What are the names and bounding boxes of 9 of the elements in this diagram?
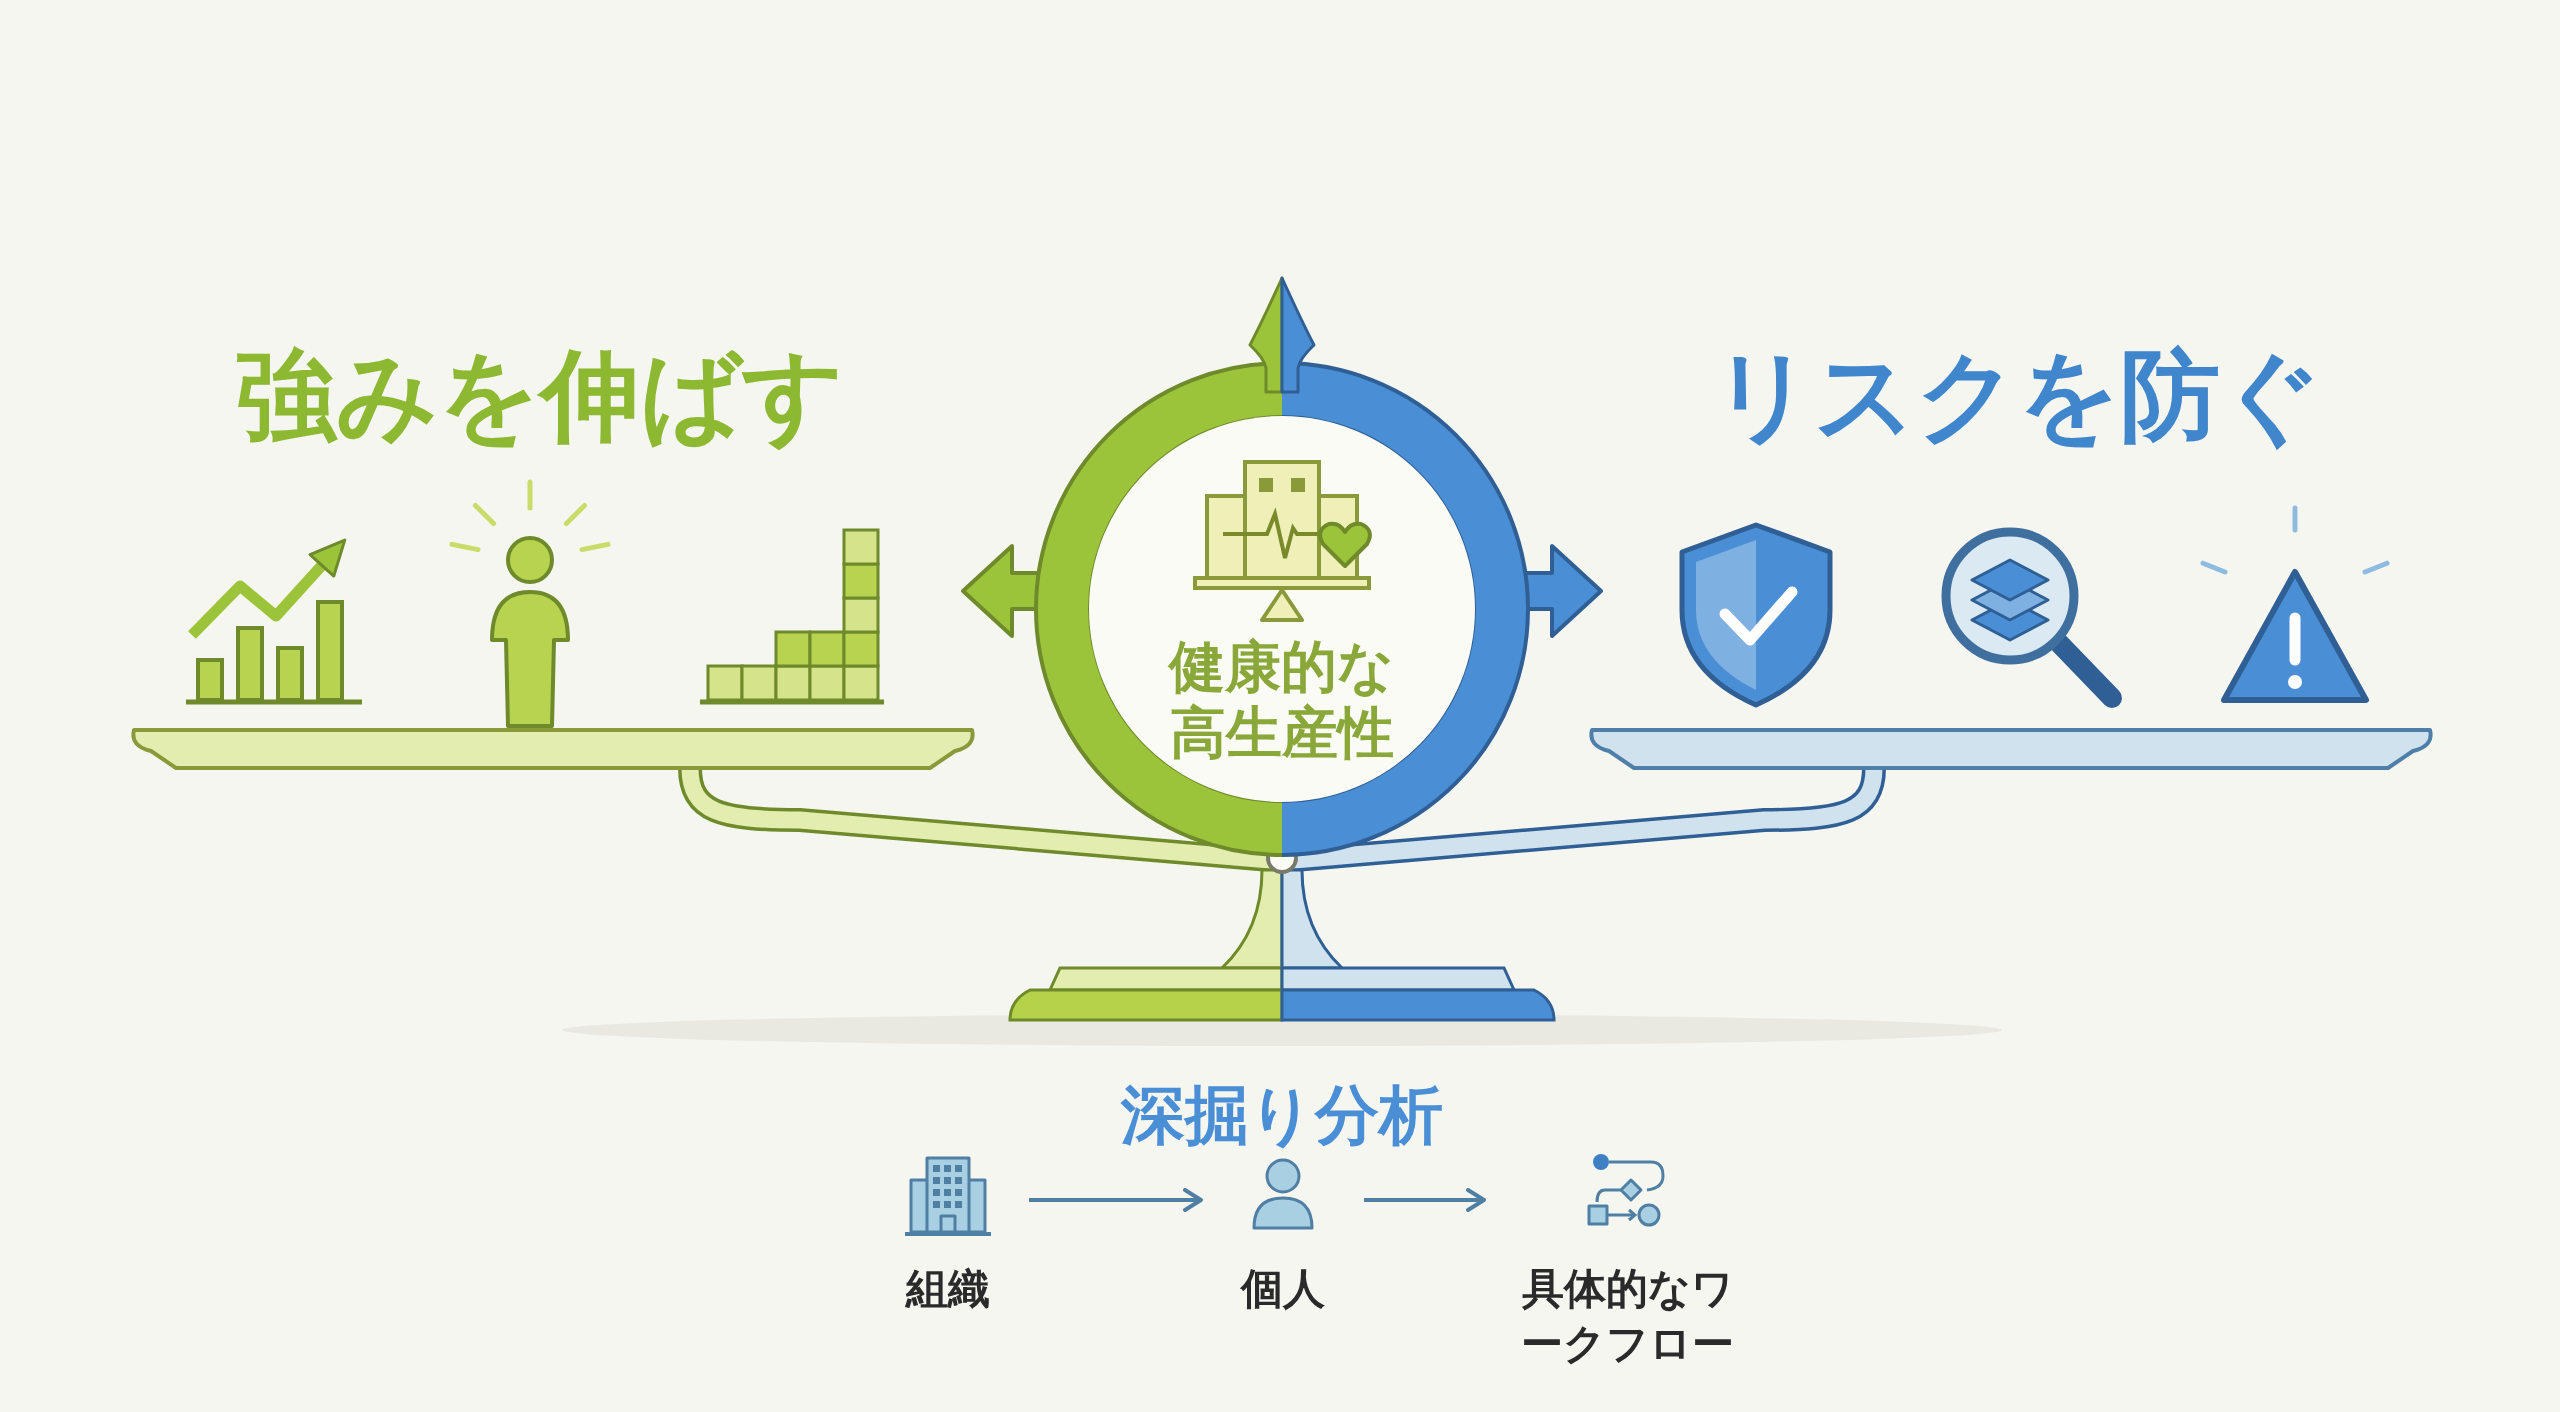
center-label: 健康的な高生産性 (1167, 634, 1396, 767)
node-label: 具体的なワークフロー (1520, 1263, 1736, 1370)
section-heading: 深掘り分析 (1121, 1078, 1443, 1152)
arrow (1029, 1188, 1203, 1212)
heading: リスクを防ぐ (1712, 337, 2322, 454)
heading: 強みを伸ばす (236, 337, 844, 454)
node-label: 個人 (1239, 1263, 1326, 1315)
node-label: 組織 (904, 1263, 991, 1315)
arrow (1364, 1188, 1486, 1212)
